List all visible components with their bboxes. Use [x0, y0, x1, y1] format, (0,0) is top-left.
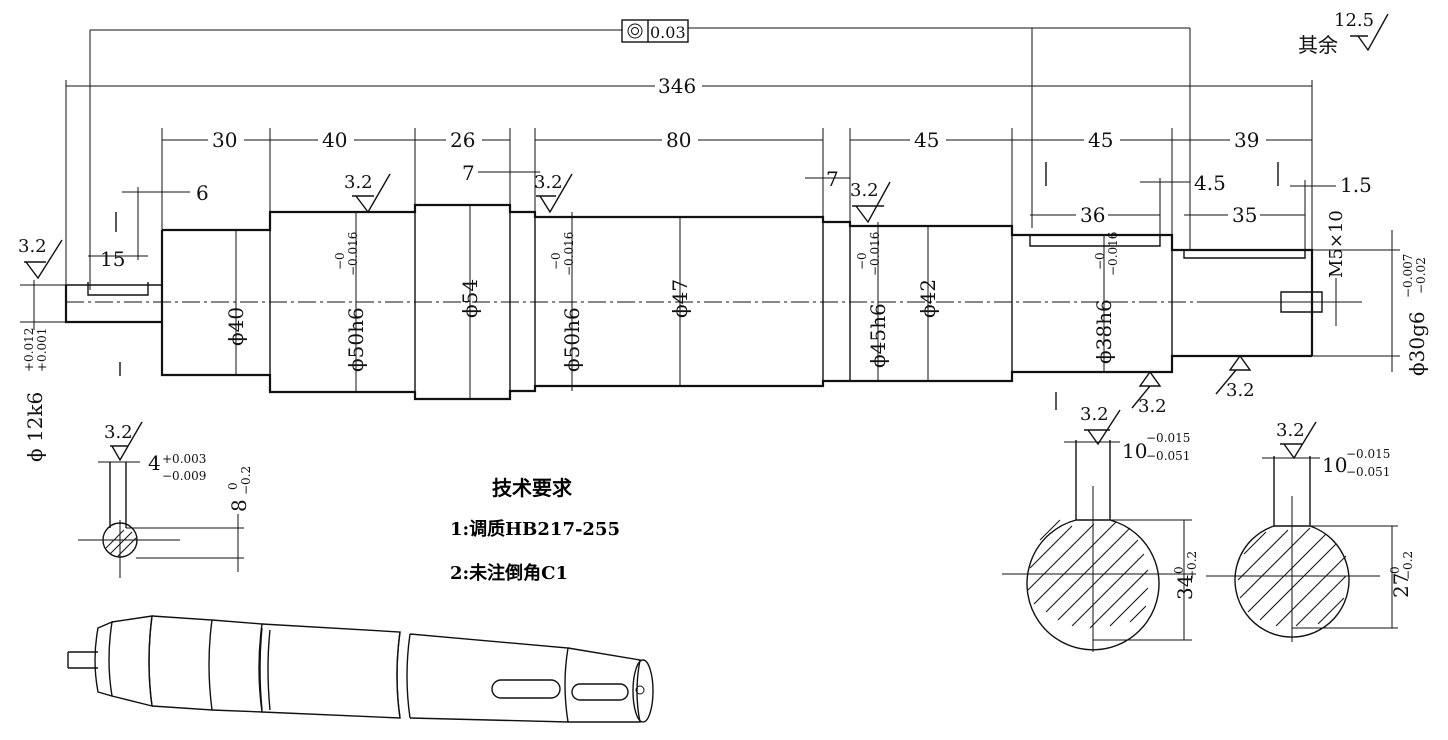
dia-38: ϕ38h6: [1092, 299, 1116, 364]
dia-47: ϕ47: [668, 279, 692, 318]
shaft-3d-sketch: [67, 615, 654, 723]
tolerance-value: 0.03: [650, 23, 686, 42]
technical-notes: 技术要求 1:调质HB217-255 2:未注倒角C1: [450, 472, 690, 585]
default-roughness: 其余 12.5: [1298, 10, 1389, 57]
notes-line-1: 1:调质HB217-255: [450, 519, 621, 540]
dim-7-a: 7: [462, 161, 475, 185]
roughness-50a: 3.2: [344, 172, 373, 193]
sec-a-d-low: −0.2: [1185, 551, 1199, 580]
default-roughness-prefix: 其余: [1298, 33, 1338, 57]
thread-label: M5×10: [1326, 210, 1347, 278]
tol-30-low: −0.02: [1414, 257, 1428, 294]
sec-small-width: 4: [148, 451, 161, 475]
tolerance-frame: 0.03: [89, 19, 1191, 290]
dia-45: ϕ45h6: [866, 303, 890, 368]
roughness-38: 3.2: [1138, 396, 1167, 417]
dim-45-a: 45: [914, 128, 939, 152]
dim-4-5: 4.5: [1194, 171, 1226, 195]
dia-12: ϕ 12k6: [23, 392, 47, 462]
sec-a-d-up: 0: [1172, 566, 1186, 574]
roughness-45: 3.2: [850, 180, 879, 201]
dim-6: 6: [196, 181, 209, 205]
overall-length-value: 346: [658, 74, 696, 98]
sec-a-w-low: −0.051: [1146, 449, 1190, 463]
roughness-left: 3.2: [18, 236, 47, 257]
tol-50b-low: −0.016: [562, 232, 576, 276]
sec-small-d-up: 0: [226, 482, 240, 490]
dim-80: 80: [666, 128, 691, 152]
roughness-symbols: 3.2 3.2 3.2 3.2 3.2 3.2 3.2 3.2 3.2: [18, 172, 1317, 462]
tol-50a-low: −0.016: [346, 232, 360, 276]
tol-12-up: +0.012: [22, 328, 36, 372]
dia-50-b: ϕ50h6: [560, 307, 584, 372]
sec-b-d-low: −0.2: [1401, 551, 1415, 580]
dia-54: ϕ54: [458, 279, 482, 318]
sec-b-depth: 27: [1389, 573, 1413, 598]
dia-40: ϕ40: [224, 307, 248, 346]
section-b: 10 −0.015 −0.051 27 0 −0.2: [1206, 447, 1415, 642]
notes-line-2: 2:未注倒角C1: [450, 563, 569, 584]
tol-45-up: −0: [855, 252, 869, 270]
shaft-outline: [64, 203, 1362, 401]
sec-b-w-low: −0.051: [1346, 465, 1390, 479]
tol-30-up: −0.007: [1401, 254, 1415, 298]
default-roughness-value: 12.5: [1334, 10, 1374, 31]
dim-15: 15: [100, 247, 125, 271]
roughness-50b: 3.2: [534, 172, 563, 193]
sec-b-d-up: 0: [1388, 566, 1402, 574]
tol-38-up: −0: [1093, 252, 1107, 270]
diameter-labels: ϕ40 ϕ50h6 −0 −0.016 ϕ54 ϕ50h6 −0 −0.016 …: [20, 205, 1429, 462]
tol-50a-up: −0: [333, 252, 347, 270]
overall-length-dim: 346: [65, 74, 1313, 285]
dim-45-b: 45: [1088, 128, 1113, 152]
dia-50-a: ϕ50h6: [344, 307, 368, 372]
sec-b-width: 10: [1322, 453, 1347, 477]
sec-a-depth: 34: [1173, 575, 1197, 600]
sec-a-w-up: −0.015: [1146, 431, 1190, 445]
dim-7-b: 7: [826, 167, 839, 191]
dim-39: 39: [1234, 128, 1259, 152]
dia-30: ϕ30g6: [1405, 311, 1429, 376]
section-a: 10 −0.015 −0.051 34 0 −0.2: [1002, 431, 1199, 652]
roughness-sec-a: 3.2: [1080, 404, 1109, 425]
tol-45-low: −0.016: [868, 232, 882, 276]
sec-small-d-low: −0.2: [239, 466, 253, 495]
segment-dims: 30 40 26 80 45 45 39: [161, 128, 1312, 235]
roughness-sec-b: 3.2: [1276, 420, 1305, 441]
dim-26: 26: [450, 128, 475, 152]
notes-title: 技术要求: [492, 476, 572, 500]
tol-12-low: +0.001: [35, 328, 49, 372]
sec-small-depth: 8: [227, 499, 251, 512]
dim-35: 35: [1232, 203, 1257, 227]
section-small: 4 +0.003 −0.009 8 0 −0.2: [78, 451, 253, 578]
sec-small-w-low: −0.009: [162, 469, 206, 483]
tol-38-low: −0.016: [1106, 232, 1120, 276]
dia-42: ϕ42: [916, 279, 940, 318]
small-dims: 7 7 6 15 36 35 4.5 1.5: [88, 161, 1372, 410]
dim-36: 36: [1080, 203, 1105, 227]
dim-40: 40: [322, 128, 347, 152]
roughness-sec-small: 3.2: [104, 422, 133, 443]
dim-1-5: 1.5: [1340, 173, 1372, 197]
dim-30: 30: [212, 128, 237, 152]
tol-50b-up: −0: [549, 252, 563, 270]
sec-a-width: 10: [1122, 439, 1147, 463]
sec-b-w-up: −0.015: [1346, 447, 1390, 461]
roughness-30: 3.2: [1226, 380, 1255, 401]
sec-small-w-up: +0.003: [162, 452, 206, 466]
